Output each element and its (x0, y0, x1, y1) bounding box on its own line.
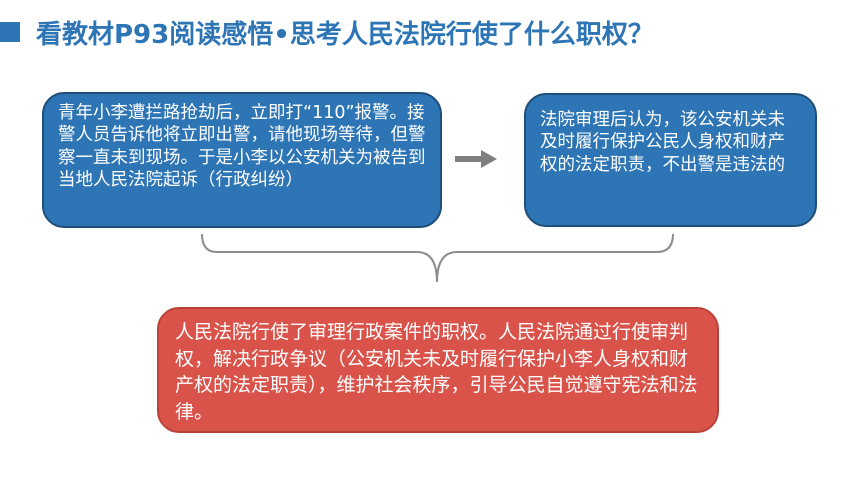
case-description-box: 青年小李遭拦路抢劫后，立即打“110”报警。接警人员告诉他将立即出警，请他现场等… (42, 92, 442, 228)
right-arrow-icon (455, 150, 497, 168)
conclusion-box: 人民法院行使了审理行政案件的职权。人民法院通过行使审判权，解决行政争议（公安机关… (157, 307, 719, 433)
brace-icon (201, 233, 674, 283)
page-title: 看教材P93阅读感悟•思考人民法院行使了什么职权？ (36, 20, 654, 50)
court-ruling-box: 法院审理后认为，该公安机关未及时履行保护公民人身权和财产权的法定职责，不出警是违… (524, 93, 817, 227)
square-icon (0, 22, 20, 42)
